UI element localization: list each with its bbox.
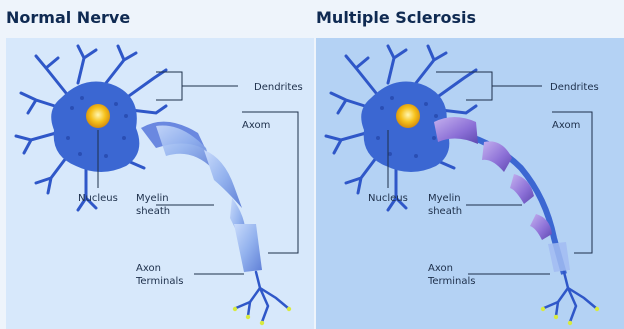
ms-axon-label: Axom (552, 120, 580, 131)
multiple-sclerosis-panel: Dendrites Axom Nucleus Myelin sheath Axo… (316, 38, 624, 329)
ms-nucleus-shape (396, 104, 420, 128)
nucleus-label: Nucleus (78, 193, 118, 204)
dendrites-label: Dendrites (254, 82, 303, 93)
multiple-sclerosis-title: Multiple Sclerosis (316, 8, 476, 27)
normal-nerve-title: Normal Nerve (6, 8, 130, 27)
ms-myelin-label-line2: sheath (428, 206, 462, 217)
terminals-label-line2: Terminals (135, 276, 183, 287)
ms-terminals-label-line2: Terminals (427, 276, 475, 287)
normal-nerve-illustration: Dendrites Axom Nucleus Myelin sheath Axo… (6, 38, 314, 329)
ms-terminals-label-line1: Axon (428, 263, 453, 274)
ms-myelin-label-line1: Myelin (428, 193, 461, 204)
myelin-label-line2: sheath (136, 206, 170, 217)
ms-axon-terminals-shape (544, 272, 596, 322)
axon-label: Axom (242, 120, 270, 131)
normal-nerve-panel: Dendrites Axom Nucleus Myelin sheath Axo… (6, 38, 314, 329)
axon-terminals-shape (236, 272, 288, 322)
myelin-label-line1: Myelin (136, 193, 169, 204)
ms-dendrites-label: Dendrites (550, 82, 599, 93)
nucleus-shape (86, 104, 110, 128)
ms-nucleus-label: Nucleus (368, 193, 408, 204)
terminals-label-line1: Axon (136, 263, 161, 274)
multiple-sclerosis-illustration: Dendrites Axom Nucleus Myelin sheath Axo… (316, 38, 624, 329)
